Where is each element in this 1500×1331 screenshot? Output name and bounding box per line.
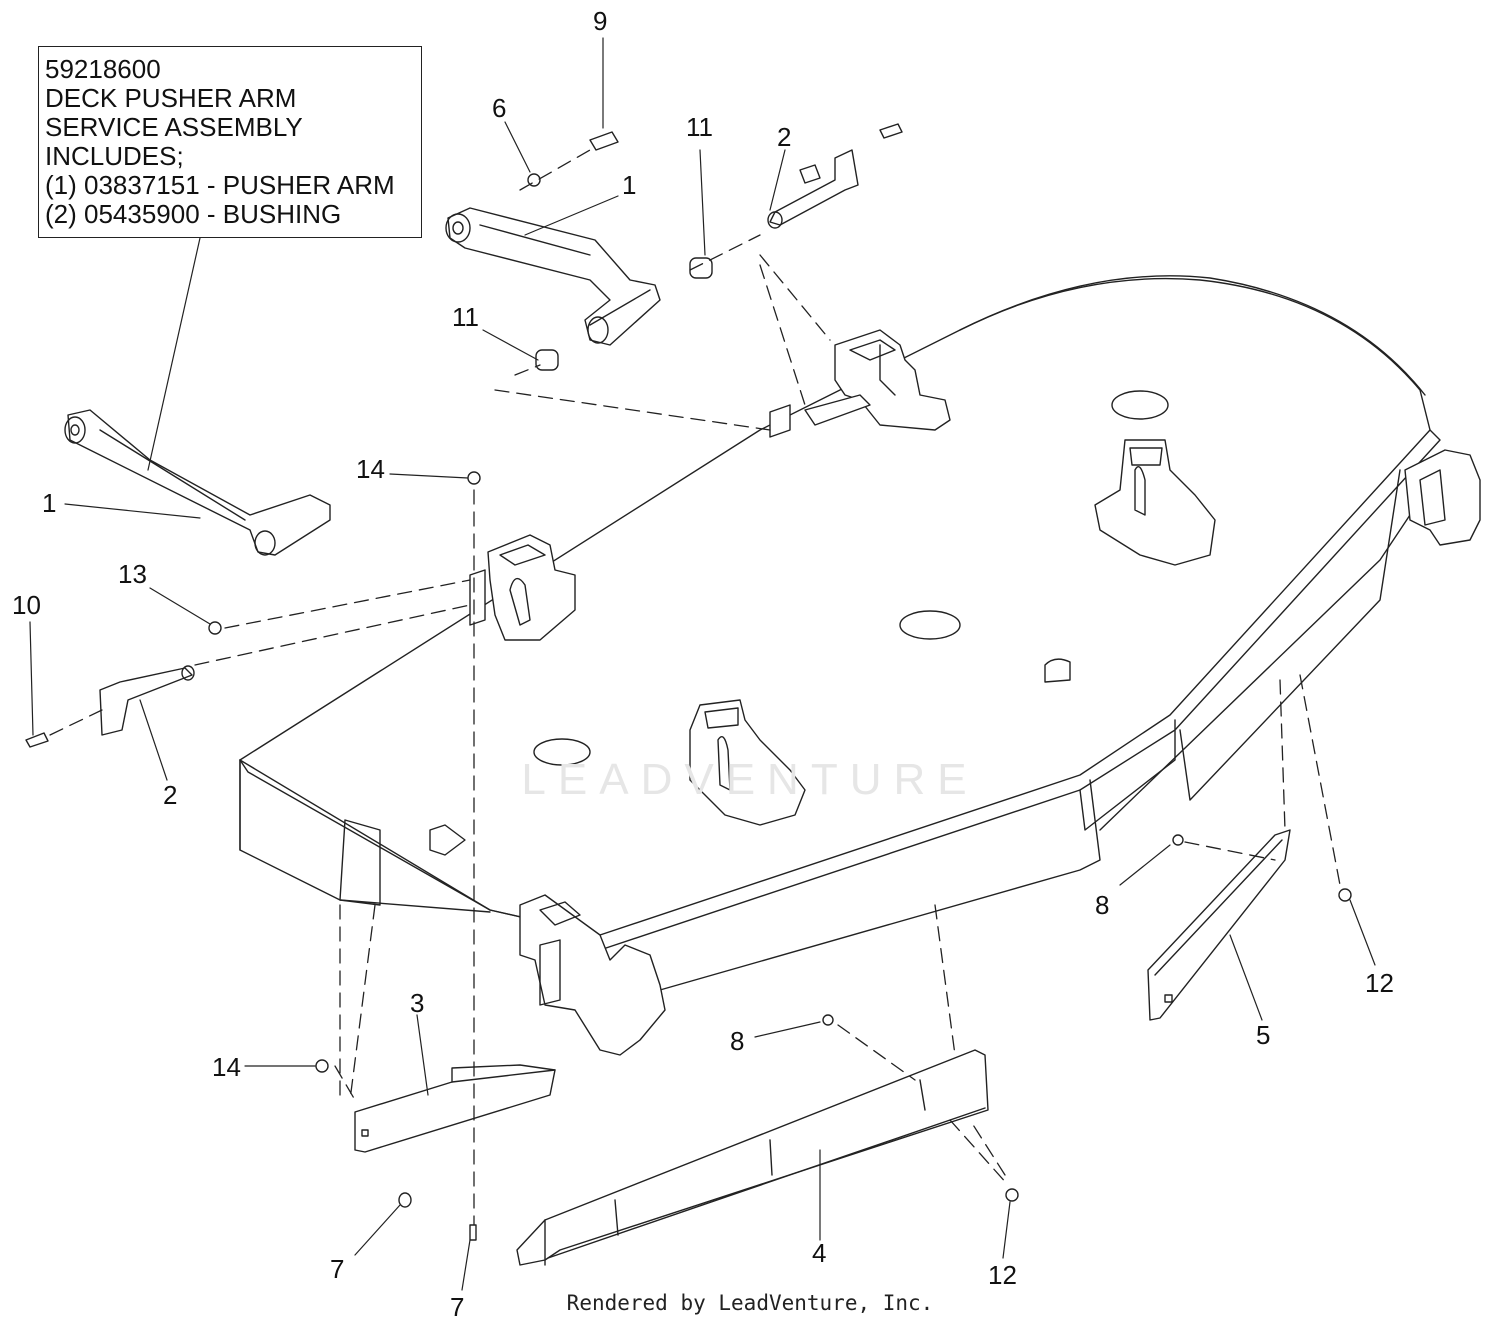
nut-12-right [1338, 888, 1352, 902]
service-assembly-callout: 59218600 DECK PUSHER ARM SERVICE ASSEMBL… [38, 46, 422, 238]
callout-1-lower: 1 [42, 488, 56, 518]
spindle-hole-front [533, 738, 591, 766]
callout-13: 13 [118, 559, 147, 589]
front-right-bracket [519, 894, 666, 1056]
bolt-upper-2 [879, 123, 903, 139]
callout-line: SERVICE ASSEMBLY [45, 112, 303, 142]
bushing-lower [535, 349, 559, 371]
bolt-10 [25, 732, 49, 748]
bolt-8-right [1172, 834, 1184, 846]
callout-2-upper: 2 [777, 122, 791, 152]
footer-credit: Rendered by LeadVenture, Inc. [566, 1291, 934, 1315]
rivet-7-center [469, 1224, 477, 1241]
nut-14-upper [467, 471, 481, 485]
callout-8-center: 8 [730, 1026, 744, 1056]
pivot-pin-upper [767, 149, 859, 229]
callout-line: (2) 05435900 - BUSHING [45, 199, 342, 229]
nut-14-lower [315, 1059, 329, 1073]
callout-6: 6 [492, 93, 506, 123]
callout-line: INCLUDES; [45, 141, 184, 171]
callout-14-upper: 14 [356, 454, 385, 484]
watermark: LEADVENTURE [521, 755, 979, 804]
callout-2-lower: 2 [163, 780, 177, 810]
pusher-arm-upper [445, 207, 661, 346]
callout-8-right: 8 [1095, 890, 1109, 920]
callout-12-right: 12 [1365, 968, 1394, 998]
callout-3: 3 [410, 988, 424, 1018]
nut-13 [208, 621, 222, 635]
bushing-upper [689, 257, 713, 279]
callout-14-lower: 14 [212, 1052, 241, 1082]
callout-9: 9 [593, 6, 607, 36]
pivot-pin-lower [99, 665, 195, 736]
spindle-hole-center [899, 610, 961, 640]
bolt-9 [589, 131, 619, 151]
callout-4: 4 [812, 1238, 826, 1268]
callout-5: 5 [1256, 1020, 1270, 1050]
baffle-4 [516, 1049, 989, 1266]
callout-line: 59218600 [45, 54, 161, 84]
callout-line: DECK PUSHER ARM [45, 83, 297, 113]
rear-left-bracket [769, 329, 951, 438]
pusher-arm-lower [64, 409, 331, 556]
rivet-7-left [398, 1192, 412, 1208]
plate-5 [1147, 829, 1291, 1021]
callout-7-left: 7 [330, 1254, 344, 1284]
callout-numbers: 9 6 11 2 1 11 14 1 13 10 2 3 14 8 8 12 5… [12, 6, 1394, 1322]
nut-12-bottom [1005, 1188, 1019, 1202]
callout-10: 10 [12, 590, 41, 620]
callout-11-lower: 11 [452, 302, 479, 332]
rear-right-hinge [1404, 449, 1481, 546]
callout-line: (1) 03837151 - PUSHER ARM [45, 170, 395, 200]
callout-11-upper: 11 [686, 112, 713, 142]
front-mount-bracket [689, 699, 806, 826]
callout-12-bottom: 12 [988, 1260, 1017, 1290]
callout-7-center: 7 [450, 1292, 464, 1322]
callout-1-upper: 1 [622, 170, 636, 200]
bolt-8-center [822, 1014, 834, 1026]
right-mount-bracket [1094, 439, 1216, 566]
leader-lines [29, 37, 1376, 1291]
assembly-guide-lines [49, 149, 1341, 1226]
spindle-hole-rear [1111, 390, 1169, 420]
shield-3 [354, 1064, 556, 1153]
